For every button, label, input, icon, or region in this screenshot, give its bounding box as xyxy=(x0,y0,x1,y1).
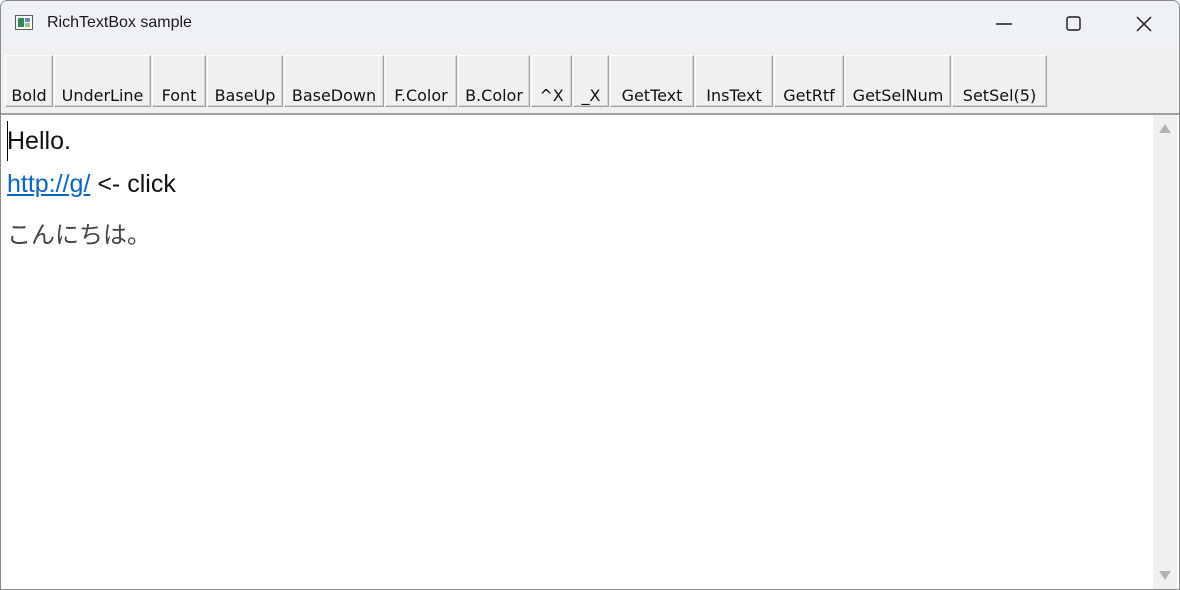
link-suffix-text: <- click xyxy=(90,170,176,198)
rich-text-editor[interactable]: Hello. http://g/ <- click こんにちは。 xyxy=(1,113,1179,589)
getselnum-button[interactable]: GetSelNum xyxy=(845,55,951,107)
scroll-up-arrow-icon[interactable] xyxy=(1159,124,1171,133)
maximize-icon xyxy=(1066,16,1081,31)
subscript-button[interactable]: _X xyxy=(573,55,609,107)
font-button[interactable]: Font xyxy=(152,55,206,107)
toolbar: Bold UnderLine Font BaseUp BaseDown F.Co… xyxy=(1,47,1179,113)
vertical-scrollbar[interactable] xyxy=(1153,115,1177,589)
gettext-button[interactable]: GetText xyxy=(610,55,694,107)
minimize-button[interactable] xyxy=(969,1,1039,47)
close-button[interactable] xyxy=(1109,1,1179,47)
underline-button[interactable]: UnderLine xyxy=(54,55,151,107)
getrtf-button[interactable]: GetRtf xyxy=(774,55,844,107)
maximize-button[interactable] xyxy=(1039,1,1109,47)
editor-line-hello: Hello. xyxy=(7,127,71,155)
back-color-button[interactable]: B.Color xyxy=(458,55,530,107)
hyperlink[interactable]: http://g/ xyxy=(7,170,91,198)
minimize-icon xyxy=(996,23,1012,25)
app-window-icon[interactable] xyxy=(15,15,33,30)
superscript-button[interactable]: ^X xyxy=(531,55,572,107)
instext-button[interactable]: InsText xyxy=(695,55,773,107)
baseup-button[interactable]: BaseUp xyxy=(207,55,283,107)
basedown-button[interactable]: BaseDown xyxy=(284,55,384,107)
close-icon xyxy=(1136,16,1152,32)
text-caret xyxy=(7,121,8,161)
bold-button[interactable]: Bold xyxy=(5,55,53,107)
fore-color-button[interactable]: F.Color xyxy=(385,55,457,107)
window-title: RichTextBox sample xyxy=(47,14,192,31)
editor-line-japanese: こんにちは。 xyxy=(7,222,151,249)
scroll-down-arrow-icon[interactable] xyxy=(1159,571,1171,580)
setsel-button[interactable]: SetSel(5) xyxy=(952,55,1047,107)
title-bar[interactable]: RichTextBox sample xyxy=(1,1,1179,47)
editor-line-link: http://g/ <- click xyxy=(7,170,176,199)
